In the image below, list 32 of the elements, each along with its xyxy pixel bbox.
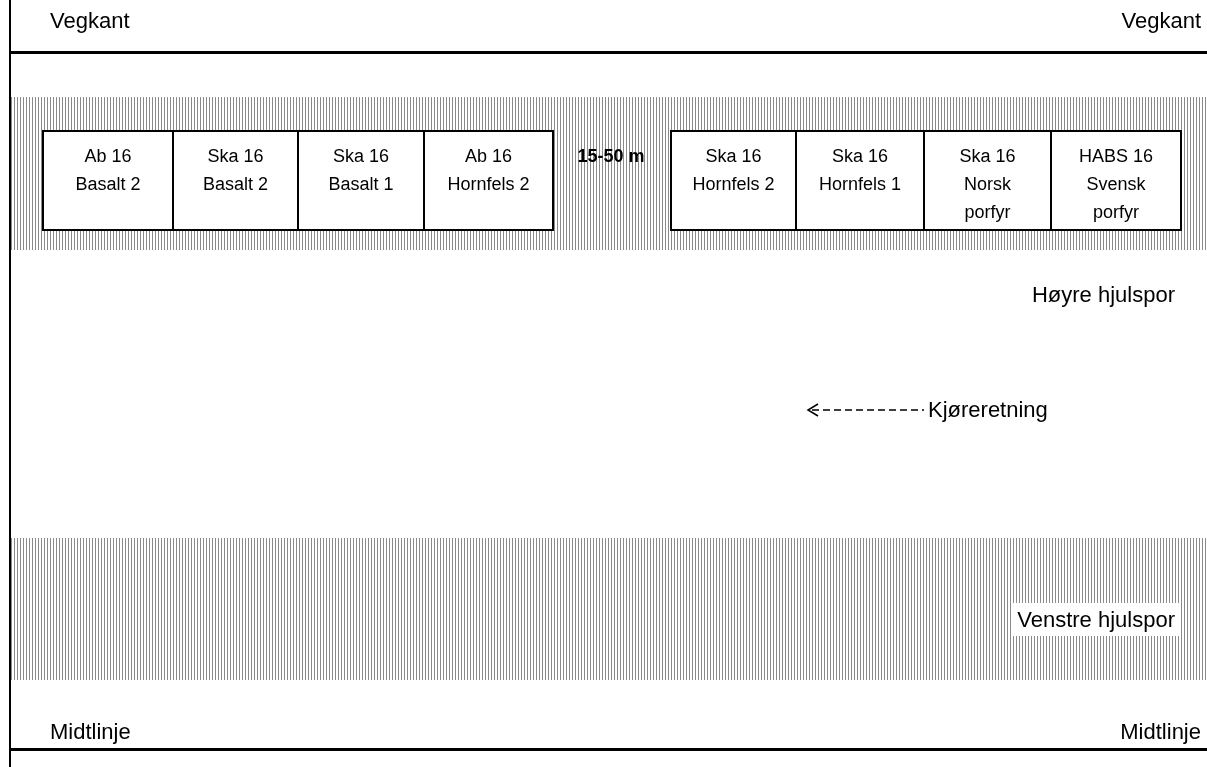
text-label: Midtlinje (50, 718, 131, 746)
text-label: Venstre hjulspor (1013, 603, 1179, 636)
text-label: Høyre hjulspor (1031, 281, 1175, 309)
box-text: Svensk porfyr (1085, 173, 1147, 224)
box-text: Hornfels 2 (691, 173, 776, 196)
test-section-box (423, 130, 554, 231)
text-label: Vegkant (1121, 7, 1201, 35)
test-section-box (172, 130, 299, 231)
box-text: Basalt 1 (327, 173, 395, 196)
test-section-box (923, 130, 1052, 231)
box-heading: HABS 16 (1077, 145, 1154, 168)
box-text: Basalt 2 (74, 173, 142, 196)
box-text: Hornfels 1 (817, 173, 902, 196)
box-text: Norsk porfyr (963, 173, 1012, 224)
box-heading: Ab 16 (83, 145, 133, 168)
box-text: Hornfels 2 (446, 173, 531, 196)
test-section-box (42, 130, 174, 231)
text-label: Vegkant (50, 7, 130, 35)
test-section-box (1050, 130, 1182, 231)
box-heading: Ab 16 (463, 145, 513, 168)
box-text: Basalt 2 (201, 173, 269, 196)
box-heading: Ska 16 (958, 145, 1017, 168)
test-section-box (670, 130, 797, 231)
text-label: 15-50 m (576, 145, 646, 168)
box-heading: Ska 16 (331, 145, 390, 168)
test-section-box (297, 130, 425, 231)
box-heading: Ska 16 (830, 145, 889, 168)
test-section-box (795, 130, 925, 231)
text-label: Midtlinje (1120, 718, 1201, 746)
box-heading: Ska 16 (206, 145, 265, 168)
text-label: Kjøreretning (928, 396, 1048, 424)
box-heading: Ska 16 (704, 145, 763, 168)
